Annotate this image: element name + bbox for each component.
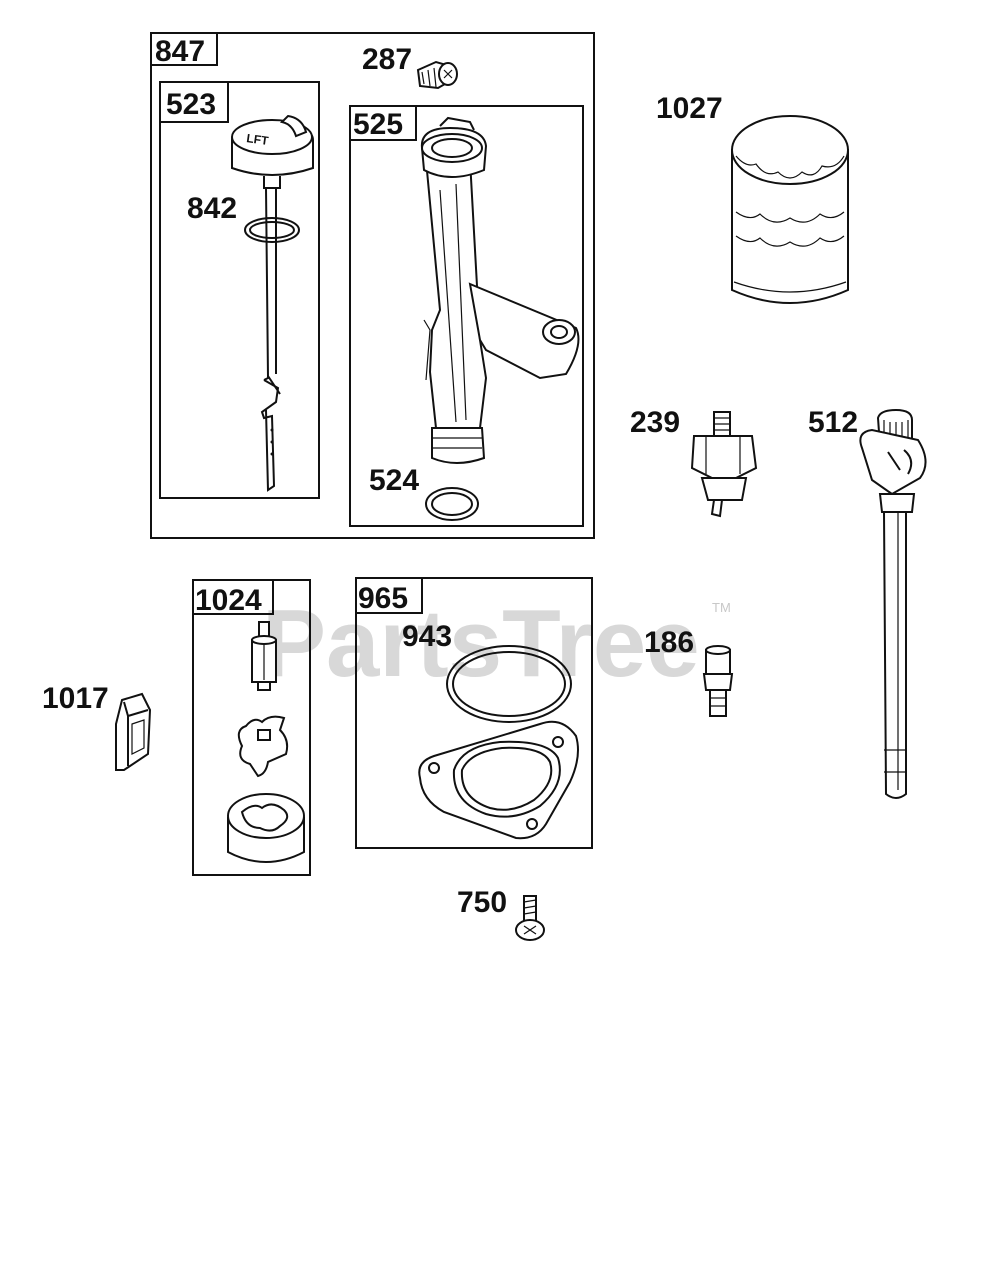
part-1017-label: 1017 — [42, 682, 109, 715]
seal-ring-524-icon — [425, 487, 479, 521]
dipstick-tube-512-icon — [859, 408, 927, 799]
dipstick-cap-523-icon: LFT — [231, 114, 314, 189]
screw-287-icon — [416, 60, 458, 90]
screw-750-icon — [515, 895, 545, 941]
part-750-label: 750 — [457, 886, 507, 919]
kit-1024-label: 1024 — [195, 584, 262, 617]
kit-525-label: 525 — [353, 108, 403, 141]
part-512-label: 512 — [808, 406, 858, 439]
kit-523-label: 523 — [166, 88, 216, 121]
kit-965-label: 965 — [358, 582, 408, 615]
part-524-label: 524 — [369, 464, 419, 497]
part-186-label: 186 — [644, 626, 694, 659]
pressure-switch-239-icon — [690, 411, 758, 518]
o-ring-842-icon — [244, 217, 300, 243]
pump-shaft-icon — [251, 621, 277, 691]
part-943-label: 943 — [402, 620, 452, 653]
outer-rotor-icon — [227, 793, 305, 863]
kit-847-box: 847 — [150, 32, 595, 539]
dipstick-rod-icon — [260, 187, 281, 492]
inner-rotor-icon — [237, 715, 289, 778]
fill-tube-525-icon — [420, 116, 580, 464]
kit-525-box: 525 — [349, 105, 584, 527]
part-239-label: 239 — [630, 406, 680, 439]
fitting-186-icon — [702, 645, 734, 717]
cap-mark: LFT — [246, 131, 270, 148]
oil-filter-1027-icon — [731, 115, 849, 304]
kit-1024-box: 1024 — [192, 579, 311, 876]
bracket-1017-icon — [115, 692, 152, 771]
gasket-plate-icon — [418, 720, 579, 840]
watermark-trademark: TM — [712, 600, 731, 615]
part-1027-label: 1027 — [656, 92, 723, 125]
part-287-label: 287 — [362, 43, 412, 76]
kit-523-box: 523 — [159, 81, 320, 499]
kit-847-label: 847 — [155, 35, 205, 68]
part-842-label: 842 — [187, 192, 237, 225]
kit-965-box: 965 — [355, 577, 593, 849]
watermark: PartsTree — [262, 590, 700, 697]
o-ring-943-icon — [446, 645, 572, 723]
